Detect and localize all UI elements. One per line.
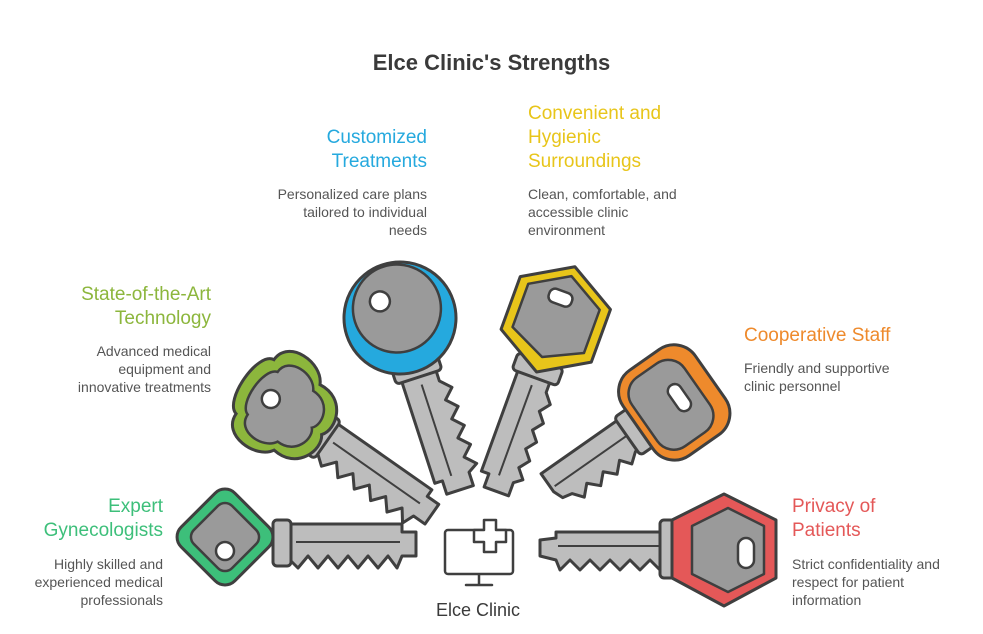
key-convenient (479, 265, 612, 498)
monitor-medical-cross-icon (443, 518, 515, 587)
key-expert (175, 487, 418, 587)
strength-title-cooperative: Cooperative Staff (744, 325, 891, 346)
key-privacy (538, 492, 778, 608)
key-customized (342, 260, 479, 496)
key-cooperative (539, 343, 732, 500)
diagram-title: Elce Clinic's Strengths (372, 50, 611, 75)
center-label: Elce Clinic (435, 600, 521, 620)
key-technology (231, 350, 441, 526)
